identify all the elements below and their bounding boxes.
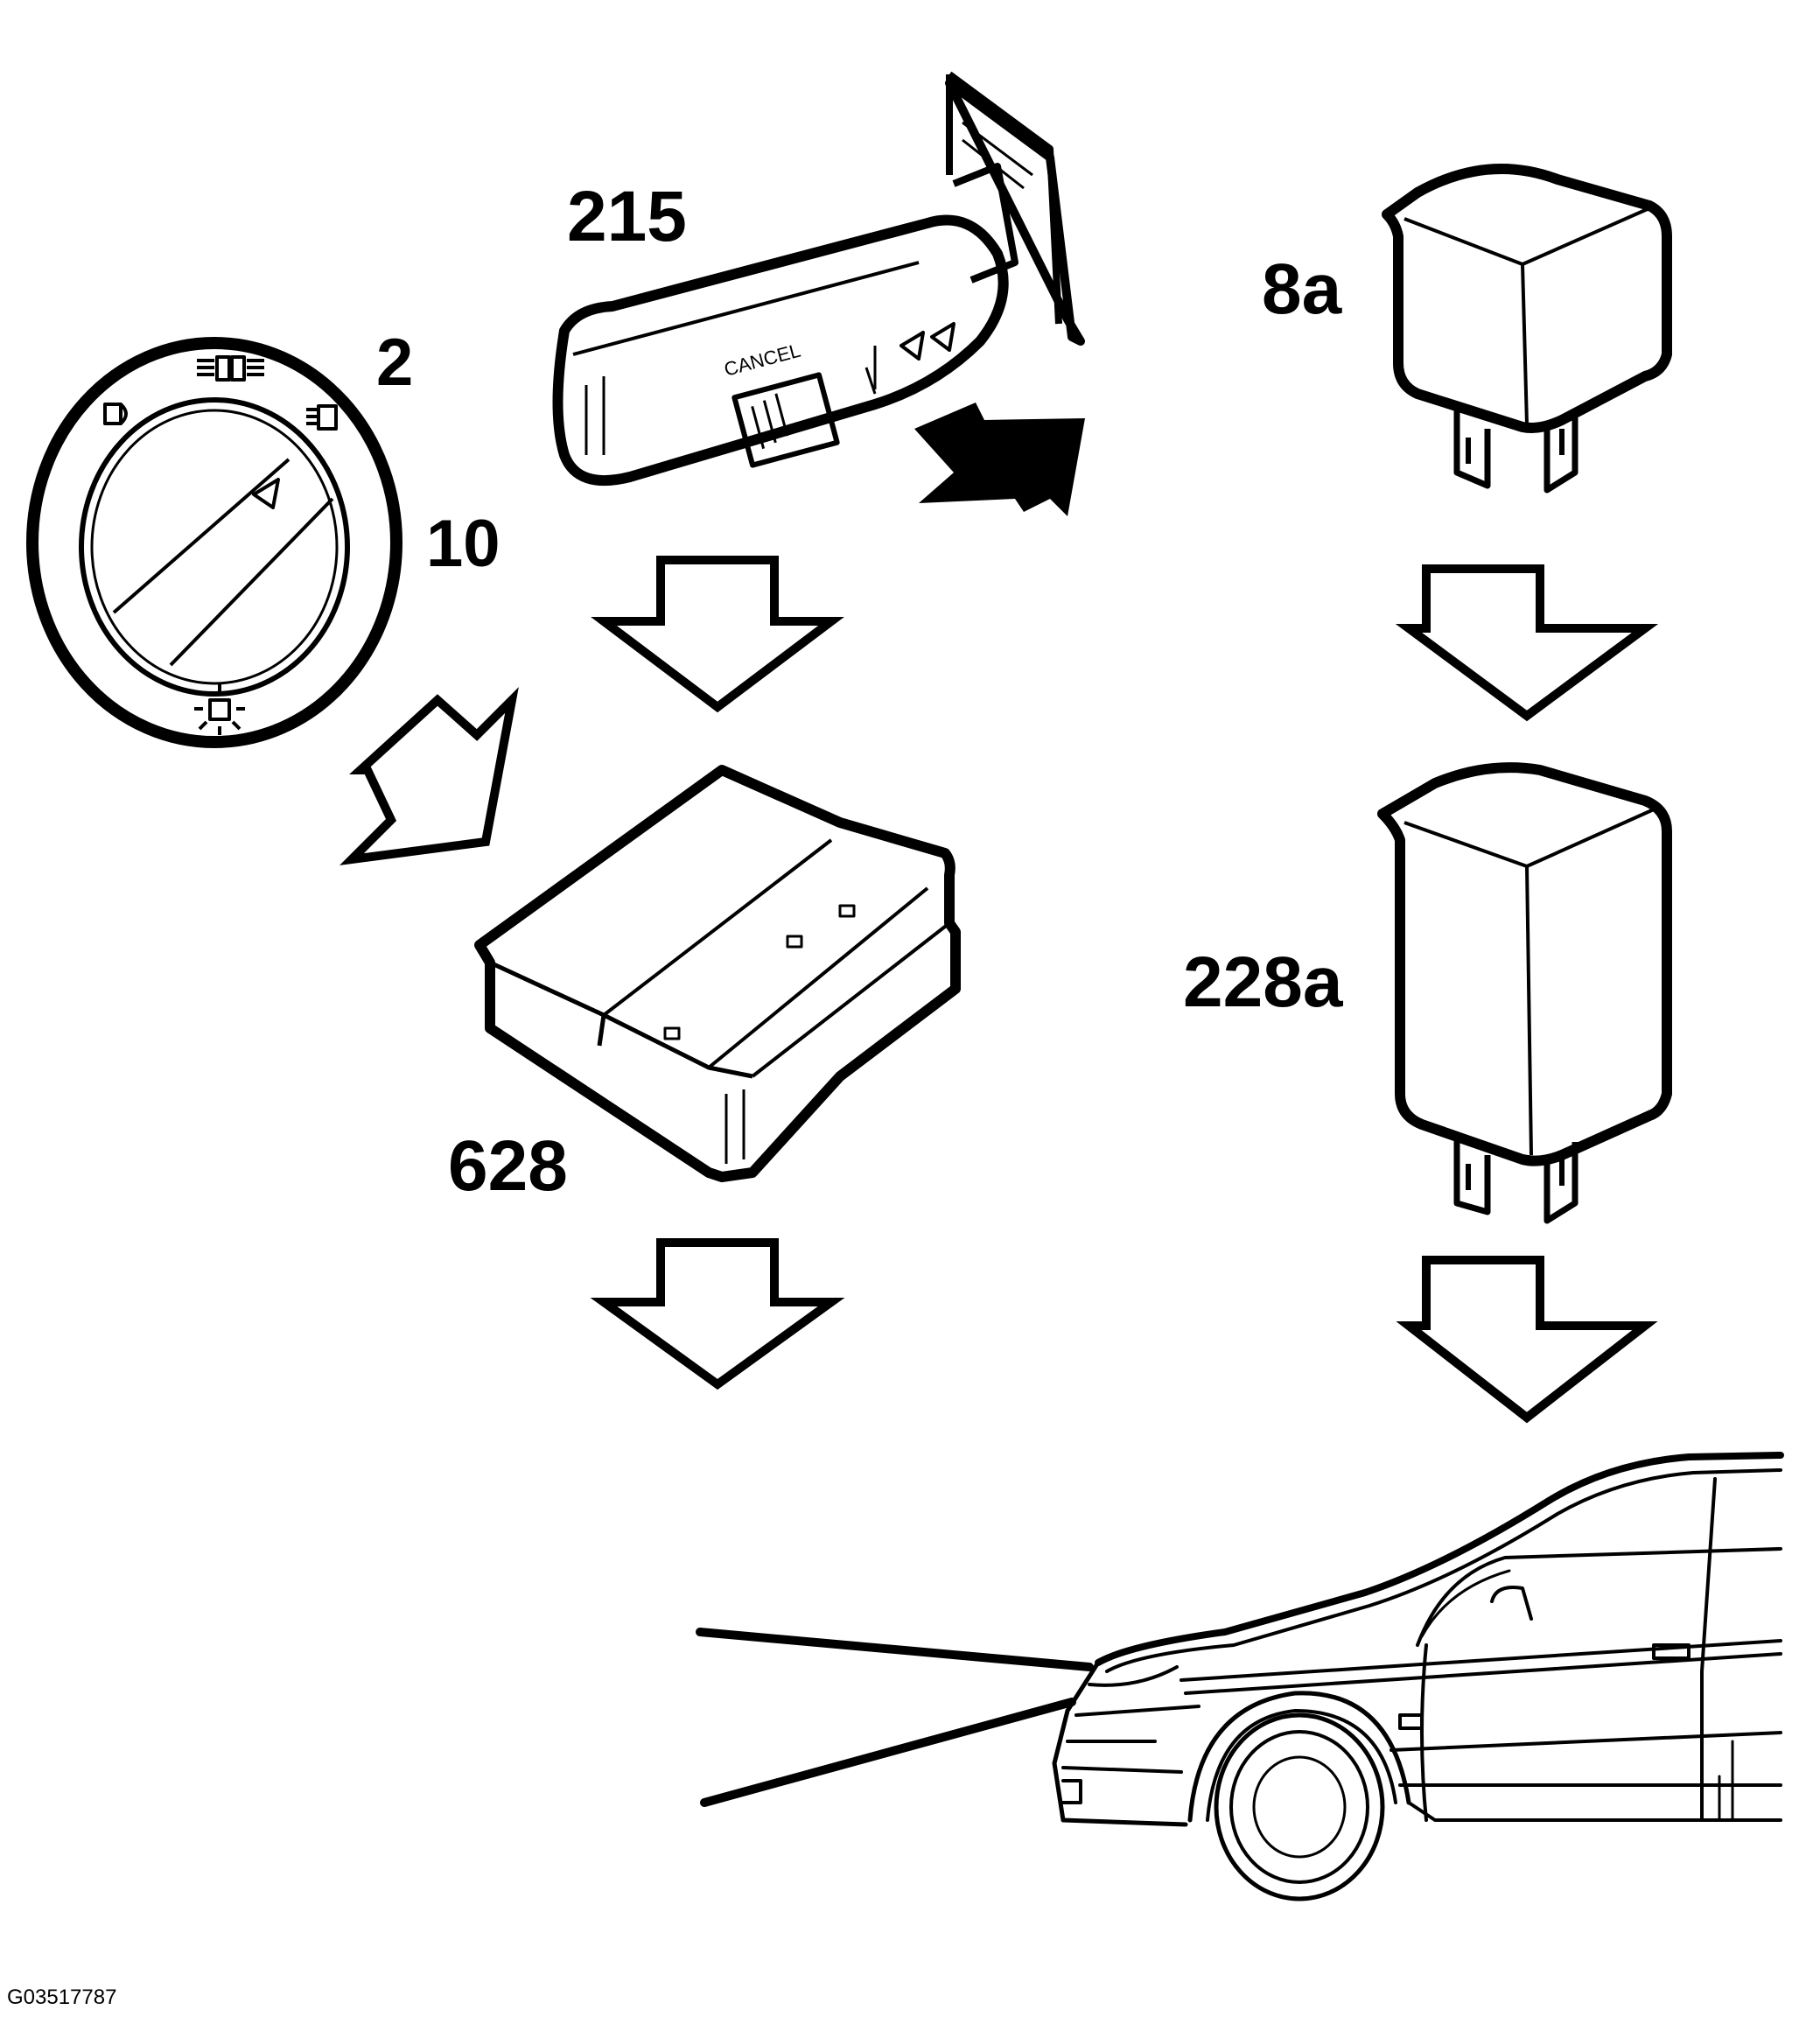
arrow-down-icon (1396, 1256, 1658, 1424)
relay-228a (1377, 762, 1672, 1224)
control-module-628 (474, 765, 961, 1182)
arrow-diagonal-icon (340, 687, 519, 865)
relay-bottom-label: 228a (1183, 942, 1344, 1022)
car-illustration (696, 1452, 1784, 1901)
flow-arrows (340, 556, 1659, 1424)
stalk-label: 215 (567, 177, 687, 256)
relay-8a (1382, 164, 1672, 494)
relay-top-label: 8a (1262, 249, 1343, 329)
switch-position-label: 10 (426, 507, 500, 581)
cruise-control-stalk (552, 71, 1085, 487)
filled-arrow-icon (914, 403, 1085, 516)
arrow-down-icon (590, 1238, 845, 1390)
module-label: 628 (448, 1126, 568, 1206)
light-switch (26, 337, 402, 748)
arrow-down-icon (591, 556, 844, 713)
figure-id: G03517787 (7, 1985, 116, 2009)
headlight-symbols-icon (103, 355, 338, 735)
switch-label: 2 (376, 326, 413, 400)
arrow-down-icon (1395, 564, 1659, 722)
stalk-cancel-text: CANCEL (722, 340, 803, 381)
